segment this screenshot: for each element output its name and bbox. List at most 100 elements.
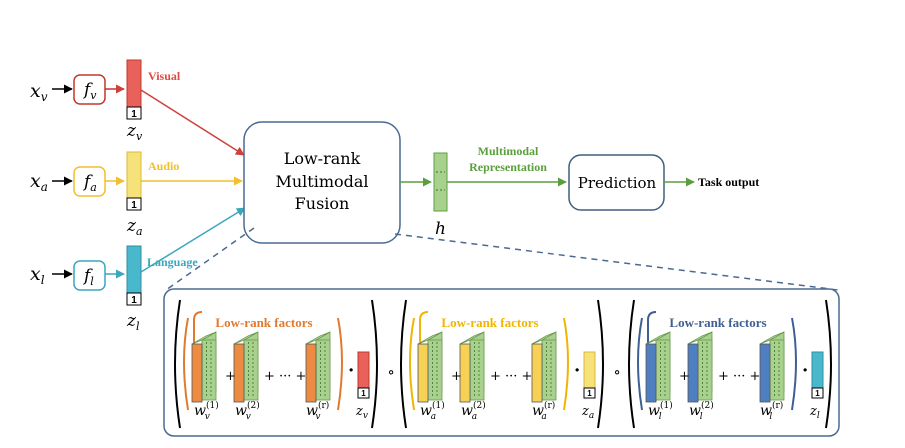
tensor-front-face	[417, 343, 429, 403]
outer-right-paren	[371, 299, 378, 429]
tensor-front-face	[531, 343, 543, 403]
visual-modality-label: Visual	[148, 69, 181, 83]
factor-tensor-r	[305, 331, 331, 403]
tensor-front-face	[759, 343, 771, 403]
plus-dots: + ··· +	[490, 369, 532, 384]
z-v-small-label: zv	[355, 404, 368, 421]
factor-tensor-1	[417, 331, 443, 403]
z-a-small-label: za	[581, 404, 594, 421]
tensor-green-slab	[541, 339, 557, 401]
visual-input-row: xv fv 1 zv Visual	[30, 59, 245, 156]
z-l-bias: 1	[131, 295, 137, 306]
z-l-label: zl	[126, 311, 140, 333]
plus-sign: +	[225, 369, 236, 384]
z-a-label: za	[126, 216, 143, 238]
outer-left-paren	[174, 299, 181, 429]
tensor-green-slab	[655, 339, 671, 401]
tensor-top-face	[645, 331, 671, 345]
tensor-front-face	[305, 343, 317, 403]
representation-label-line2: Representation	[469, 160, 547, 174]
h-vector	[433, 152, 448, 212]
tensor-top-face	[687, 331, 713, 345]
zoom-line-left	[165, 227, 255, 291]
z-a-small-vector	[583, 351, 596, 389]
dot-operator: ·	[348, 360, 354, 381]
factor-tensor-1	[645, 331, 671, 403]
w-a-2-label: w(2)a	[461, 400, 486, 422]
factor-bracket-right	[563, 317, 569, 411]
tensor-front-face	[459, 343, 471, 403]
factor-bracket-left	[637, 317, 643, 411]
representation-label-line1: Multimodal	[478, 144, 539, 158]
tensor-green-slab	[469, 339, 485, 401]
tensor-green-slab	[243, 339, 259, 401]
tensor-front-face	[191, 343, 203, 403]
z-v-bias: 1	[131, 109, 137, 120]
z-l-small-bias: 1	[815, 389, 820, 398]
w-v-r-label: w(r)v	[306, 400, 329, 422]
factor-bracket-right	[337, 317, 343, 411]
tensor-green-slab	[315, 339, 331, 401]
plus-sign: +	[679, 369, 690, 384]
factor-bracket-right	[791, 317, 797, 411]
outer-left-paren	[628, 299, 635, 429]
z-l-bias-cell	[126, 292, 142, 306]
factor-tensor-r	[759, 331, 785, 403]
w-l-r-label: w(r)l	[760, 400, 783, 422]
z-l-small-bias-cell	[811, 387, 824, 399]
f-a-label: fa	[82, 172, 97, 194]
z-a-bias-cell	[126, 197, 142, 211]
tensor-green-slab	[769, 339, 785, 401]
fusion-label-line2: Multimodal	[275, 172, 368, 191]
low-rank-detail-panel	[163, 288, 840, 437]
factor-group-title: Low-rank factors	[215, 315, 312, 330]
z-a-vector	[126, 151, 142, 199]
h-label: h	[435, 219, 446, 239]
dot-operator: ·	[802, 360, 808, 381]
tensor-top-face	[233, 331, 259, 345]
tensor-front-face	[687, 343, 699, 403]
tensor-top-face	[459, 331, 485, 345]
w-v-2-label: w(2)v	[235, 400, 260, 422]
hadamard-operator: ∘	[387, 363, 394, 381]
z-v-vector	[126, 59, 142, 108]
z-l-vector	[126, 245, 142, 294]
w-v-1-label: w(1)v	[194, 400, 219, 422]
z-l-small-vector	[811, 351, 824, 389]
fusion-label-line1: Low-rank	[284, 149, 361, 168]
z-a-small-bias: 1	[587, 389, 592, 398]
fusion-label-line3: Fusion	[295, 194, 350, 213]
plus-sign: +	[451, 369, 462, 384]
tensor-top-face	[305, 331, 331, 345]
factor-bracket-left-top	[647, 311, 657, 348]
w-a-1-label: w(1)a	[420, 400, 445, 422]
x-l-label: xl	[30, 263, 45, 287]
z-v-bias-cell	[126, 106, 142, 120]
z-l-small-label: zl	[809, 404, 820, 421]
factor-tensor-2	[459, 331, 485, 403]
visual-to-fusion-arrow	[140, 89, 245, 156]
z-a-small-bias-cell	[583, 387, 596, 399]
outer-right-paren	[825, 299, 832, 429]
z-v-label: zv	[126, 121, 143, 143]
factor-group-title: Low-rank factors	[441, 315, 538, 330]
z-v-small-bias-cell	[357, 387, 370, 399]
factor-tensor-r	[531, 331, 557, 403]
tensor-front-face	[233, 343, 245, 403]
f-l-label: fl	[82, 266, 94, 288]
factor-tensor-1	[191, 331, 217, 403]
tensor-green-slab	[697, 339, 713, 401]
z-v-small-bias: 1	[361, 389, 366, 398]
z-a-bias: 1	[131, 200, 137, 211]
tensor-top-face	[759, 331, 785, 345]
audio-input-row: xa fa 1 za Audio	[30, 151, 243, 238]
outer-left-paren	[400, 299, 407, 429]
f-v-label: fv	[82, 80, 97, 102]
tensor-front-face	[645, 343, 657, 403]
factor-tensor-2	[687, 331, 713, 403]
tensor-green-slab	[201, 339, 217, 401]
